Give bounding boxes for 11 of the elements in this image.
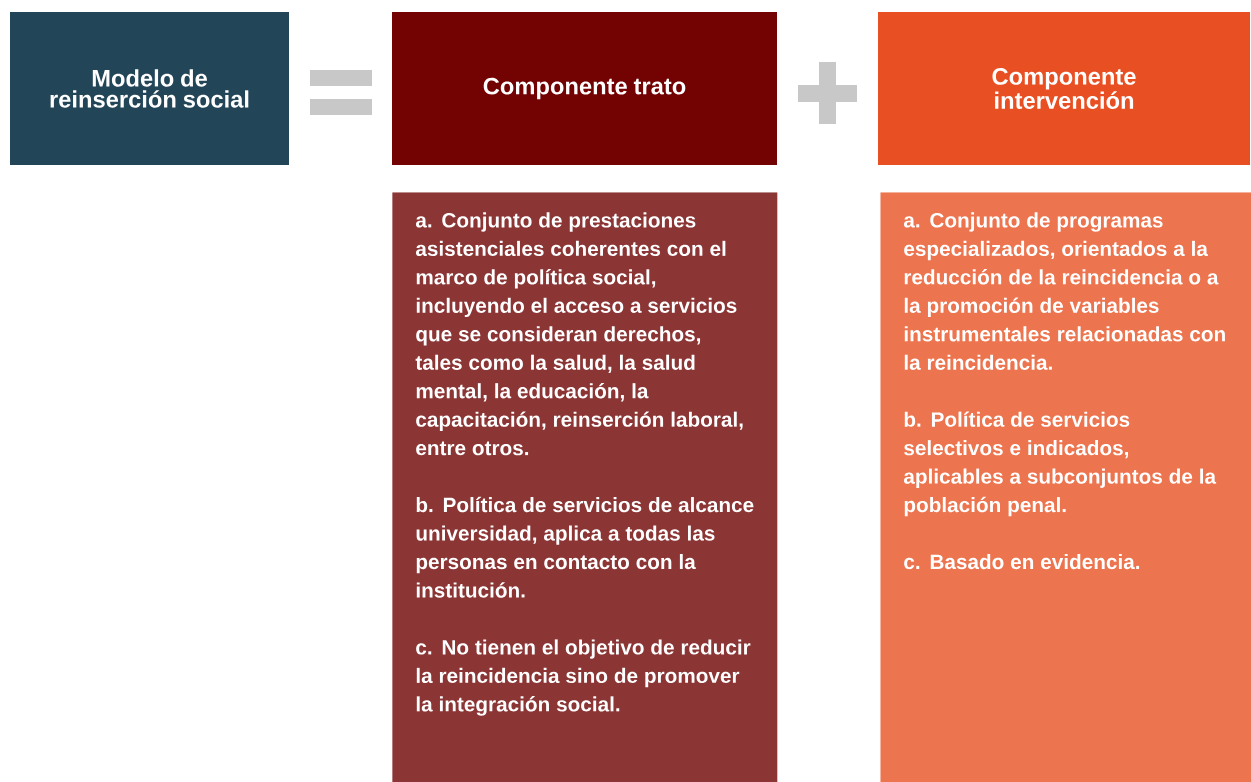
header-box: Componente trato [392,12,777,165]
text-panel [880,192,1251,782]
list-item: c. Basado en evidencia. [904,554,1140,570]
list-item: a. Conjunto de prestaciones asistenciales coherentes con el marco de política social, incluyendo el acceso a servicios que se consideran derechos, tales como la salud, la salud mental, la educación, la capacitación, reinserción laboral, entre otros. [415,212,743,456]
list-item: b. Política de servicios de alcance universidad, aplica a todas las personas en contacto con la institución. [416,496,754,598]
header-box: Componente intervención [878,12,1250,165]
list-item: c. No tienen el objetivo de reducir la reincidencia sino de promover la integración social. [416,639,751,716]
list-item: b. Política de servicios selectivos e indicados, aplicables a subconjuntos de la población penal. [903,411,1217,517]
list-item: a. Conjunto de programas especializados, orientados a la reducción de la reincidencia o a la promoción de variables instrumentales relacionadas con la reincidencia. [903,212,1225,370]
header-box: Modelo de reinserción social [10,12,289,165]
text-panel [392,192,778,782]
